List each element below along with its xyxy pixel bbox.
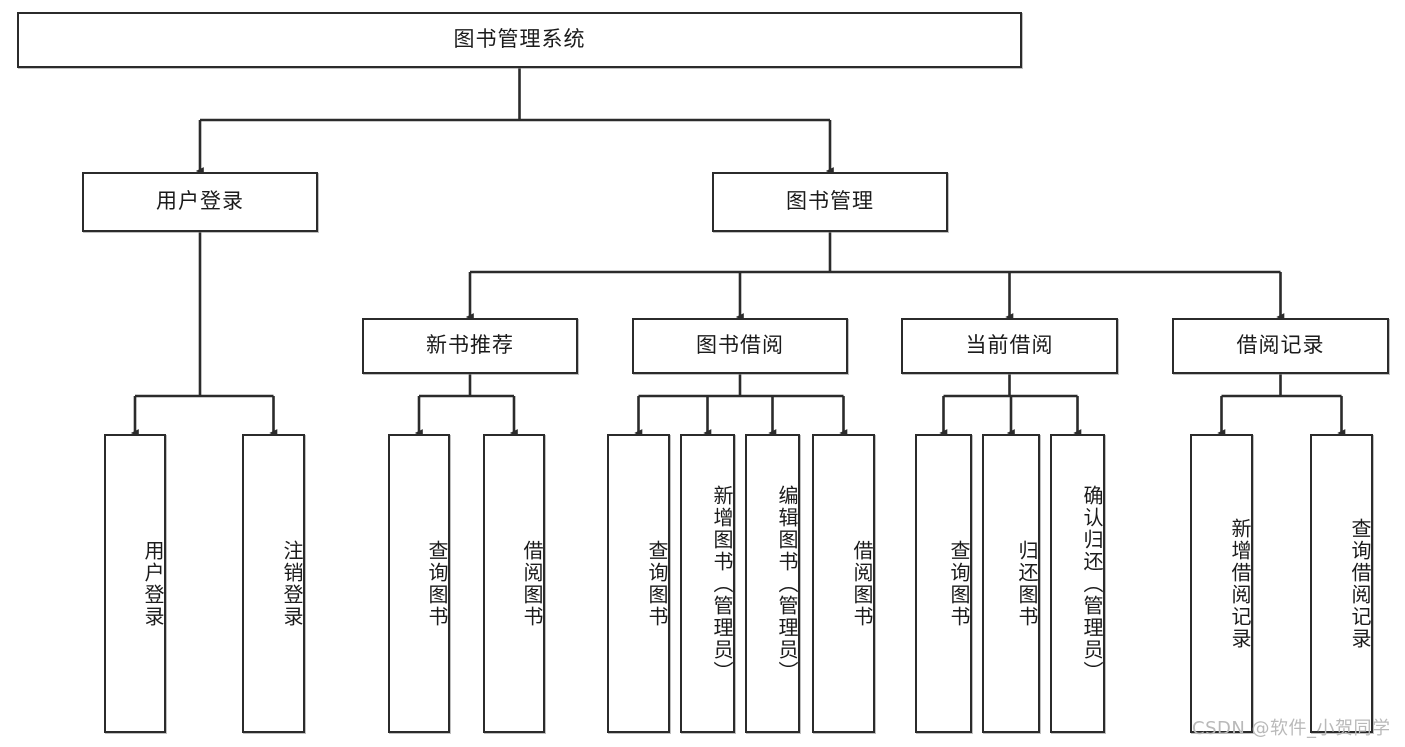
node-leaf-query-book-3: 查询图书 [915,434,972,733]
node-label: 查询图书 [947,539,971,628]
node-label: 借阅图书 [520,539,544,628]
csdn-watermark: CSDN @软件_小贺同学 [1192,718,1391,739]
node-label: 新书推荐 [426,333,514,358]
node-label: 注销登录 [280,539,304,628]
node-leaf-query-borrow-record: 查询借阅记录 [1310,434,1373,733]
node-label: 图书管理 [786,189,874,214]
node-leaf-borrow-book-1: 借阅图书 [483,434,545,733]
node-l2-user-login: 用户登录 [82,172,318,232]
node-leaf-return-book: 归还图书 [982,434,1040,733]
node-label: 用户登录 [141,539,165,628]
node-label: 归还图书 [1015,539,1039,628]
node-label: 编辑图书（管理员） [775,484,799,683]
node-leaf-add-book-admin: 新增图书（管理员） [680,434,735,733]
node-label: 查询借阅记录 [1348,517,1372,650]
node-label: 新增借阅记录 [1228,517,1252,650]
node-label: 借阅记录 [1236,333,1325,358]
node-root: 图书管理系统 [17,12,1022,68]
node-l3-book-borrow: 图书借阅 [632,318,848,374]
node-leaf-query-book-2: 查询图书 [607,434,670,733]
node-label: 用户登录 [156,189,244,214]
node-label: 图书借阅 [696,333,784,358]
node-l3-current-borrow: 当前借阅 [901,318,1118,374]
node-label: 查询图书 [425,539,449,628]
node-label: 当前借阅 [965,333,1054,358]
node-label: 确认归还（管理员） [1080,484,1104,683]
node-leaf-confirm-return-admin: 确认归还（管理员） [1050,434,1105,733]
node-l3-new-book-rec: 新书推荐 [362,318,578,374]
node-l2-book-manage: 图书管理 [712,172,948,232]
node-leaf-user-login: 用户登录 [104,434,166,733]
node-label: 新增图书（管理员） [710,484,734,683]
node-leaf-user-logout: 注销登录 [242,434,305,733]
node-leaf-query-book-1: 查询图书 [388,434,450,733]
node-leaf-add-borrow-record: 新增借阅记录 [1190,434,1253,733]
node-leaf-edit-book-admin: 编辑图书（管理员） [745,434,800,733]
node-leaf-borrow-book-2: 借阅图书 [812,434,875,733]
node-label: 查询图书 [645,539,669,628]
node-l3-borrow-record: 借阅记录 [1172,318,1389,374]
node-label: 图书管理系统 [453,27,586,52]
node-label: 借阅图书 [850,539,874,628]
